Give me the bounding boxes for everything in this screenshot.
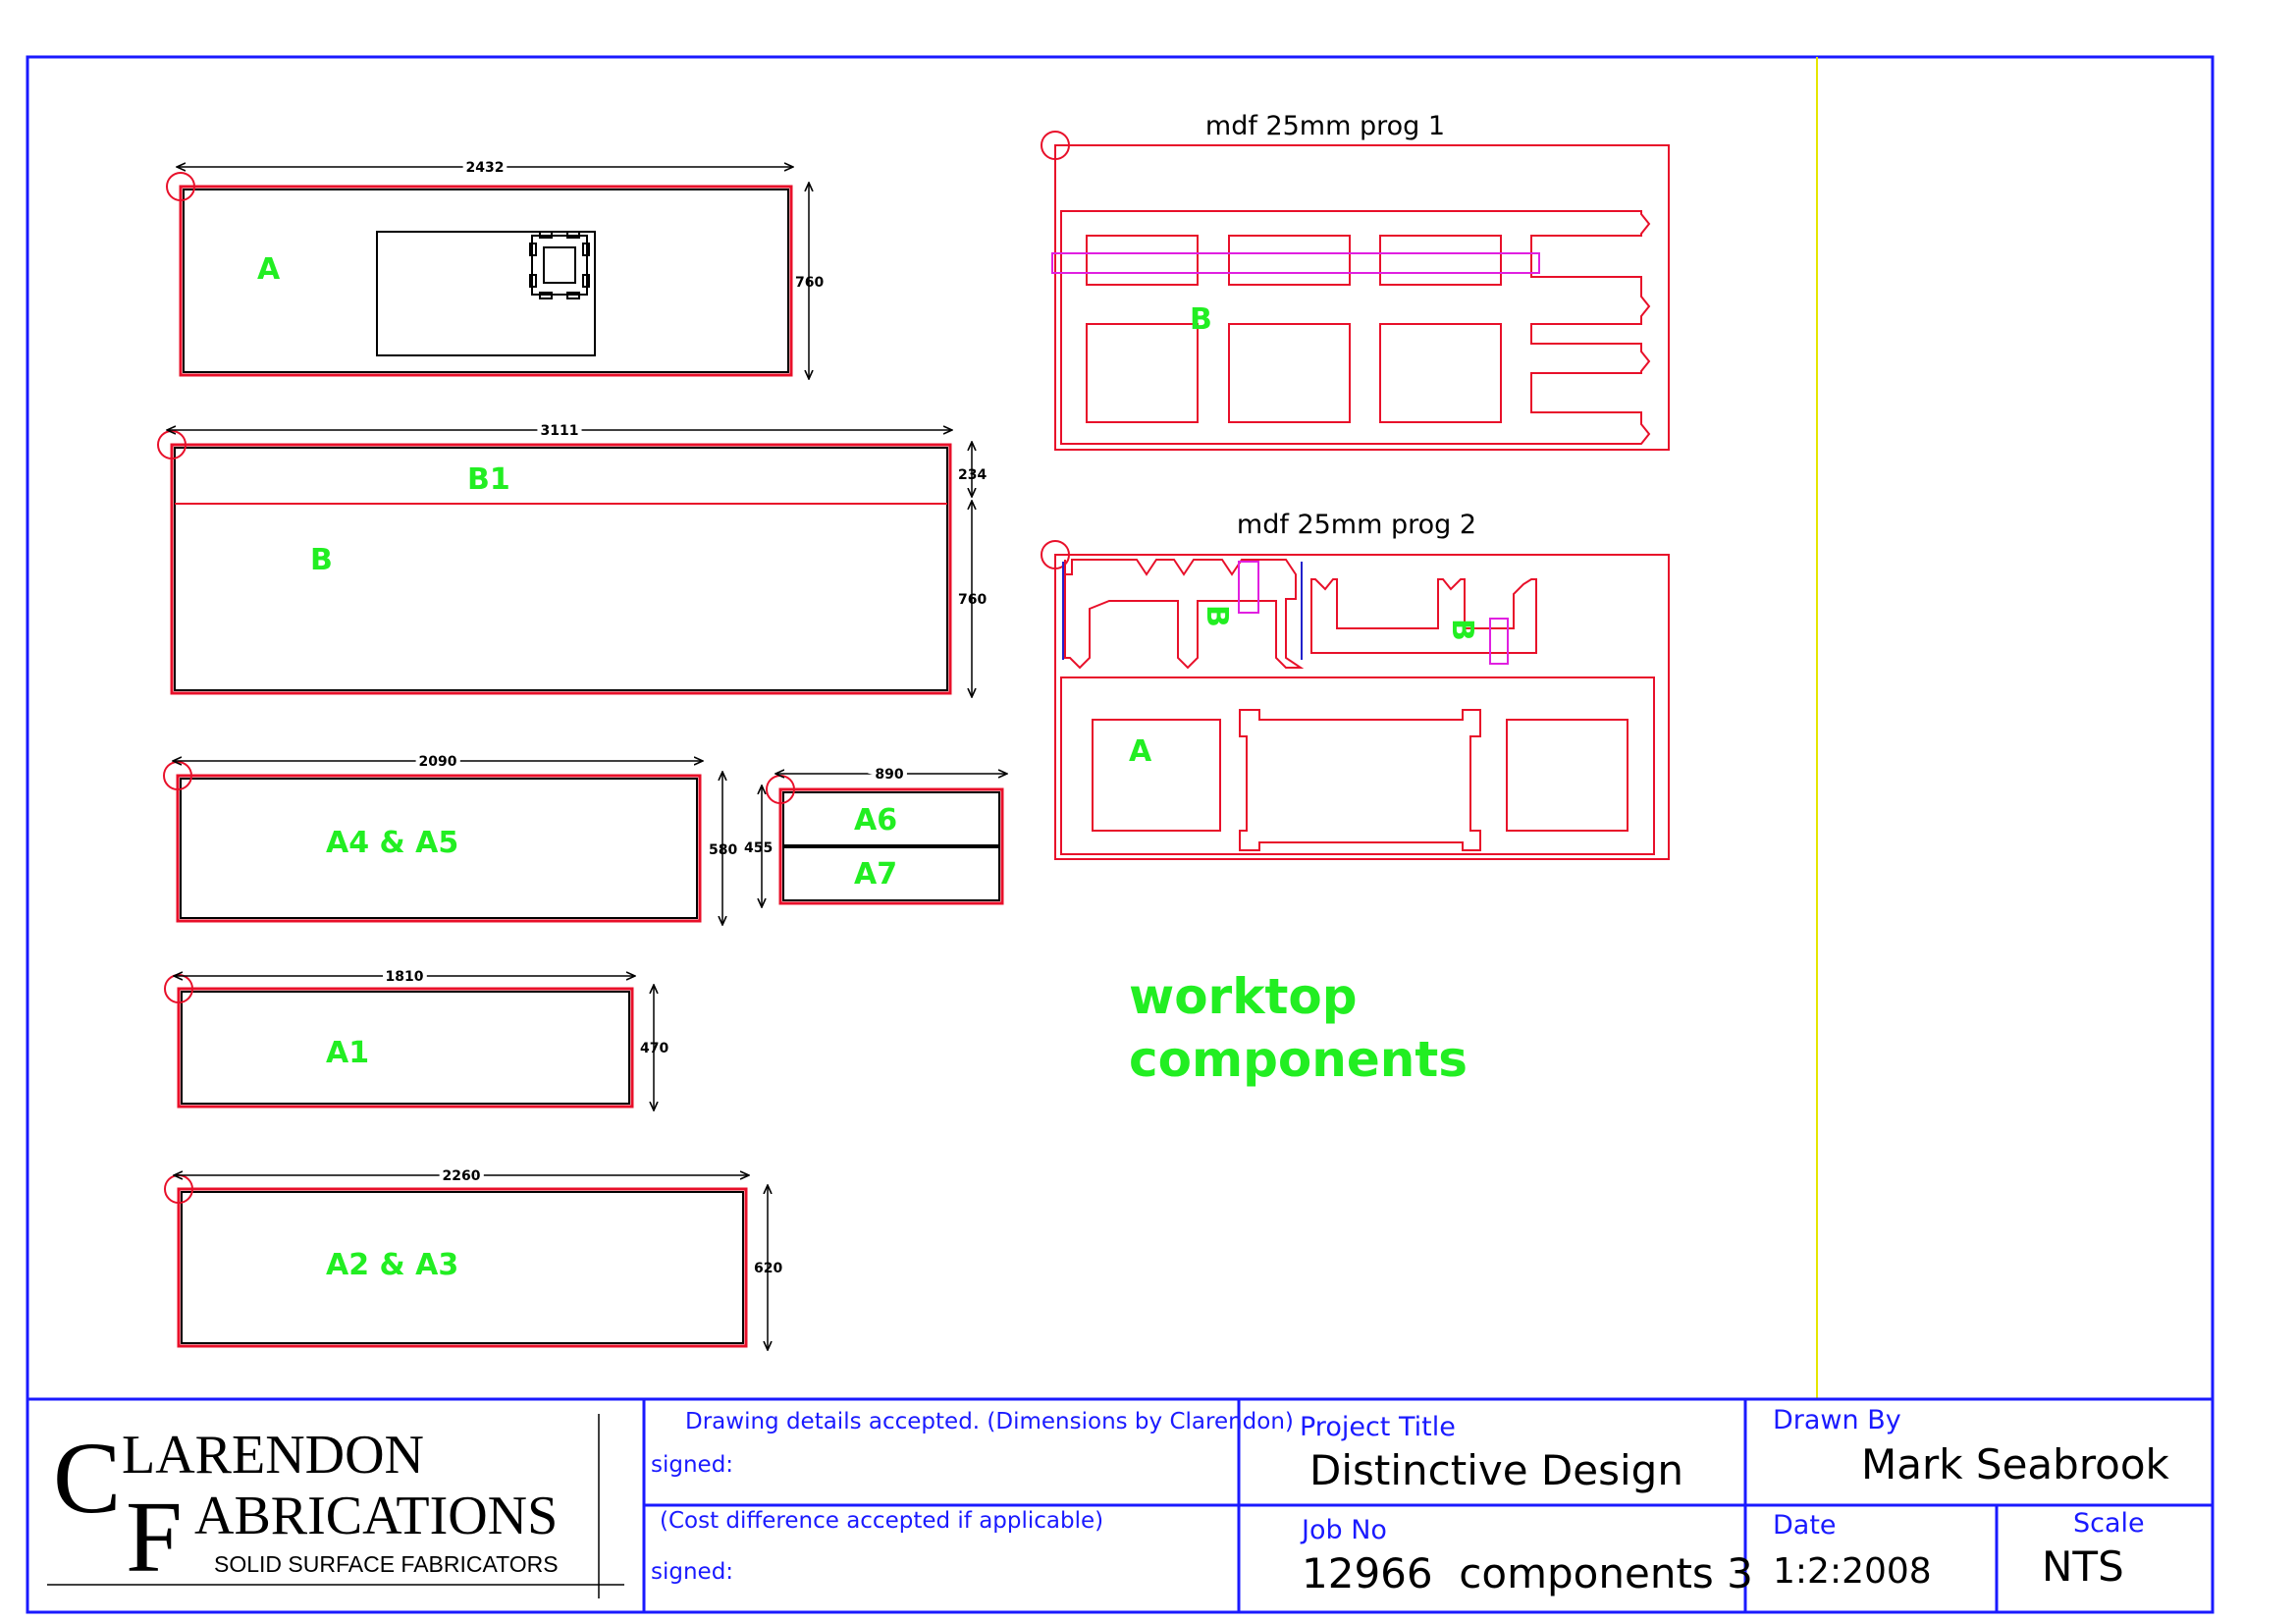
signed-label-1: signed: [651, 1452, 733, 1478]
part-a-height-dim: 760 [795, 275, 824, 291]
part-a6-width-dim: 890 [875, 767, 903, 783]
logo-larendon: LARENDON [122, 1425, 424, 1486]
part-a6-label: A6 [854, 803, 897, 838]
note-line-2: components [1129, 1031, 1468, 1088]
part-b-width-dim: 3111 [541, 423, 579, 439]
hob-cutout [529, 231, 590, 299]
mdf-prog-1: mdf 25mm prog 1 B [1041, 111, 1670, 451]
signed-label-2: signed: [651, 1559, 733, 1585]
part-a2-label: A2 & A3 [326, 1248, 458, 1282]
title-block: C LARENDON F ABRICATIONS SOLID SURFACE F… [27, 1397, 2213, 1612]
cost-difference-text: (Cost difference accepted if applicable) [660, 1508, 1103, 1534]
prog-2-label-b1: B [1200, 605, 1234, 627]
part-a: 2432 760 A [166, 156, 824, 379]
part-a2-a3: 2260 620 A2 & A3 [164, 1164, 782, 1350]
prog-2-title: mdf 25mm prog 2 [1237, 510, 1476, 540]
project-title-value: Distinctive Design [1309, 1446, 1683, 1494]
drawn-by-label: Drawn By [1773, 1405, 1901, 1435]
details-accepted-text: Drawing details accepted. (Dimensions by… [685, 1409, 1294, 1434]
part-a1-height-dim: 470 [640, 1041, 668, 1056]
part-a4-height-dim: 580 [709, 842, 737, 858]
scale-label: Scale [2073, 1508, 2145, 1539]
part-a1-label: A1 [326, 1036, 369, 1070]
note-line-1: worktop [1129, 968, 1358, 1025]
part-a1: 1810 470 A1 [164, 965, 668, 1110]
part-b-label: B [310, 543, 333, 577]
logo-c: C [53, 1422, 121, 1535]
part-a4-label: A4 & A5 [326, 826, 458, 860]
part-a2-height-dim: 620 [754, 1261, 782, 1276]
prog-2-label-a: A [1129, 734, 1152, 769]
part-a6-a7: 890 455 A6 A7 [744, 763, 1007, 907]
part-a4-width-dim: 2090 [419, 754, 457, 770]
part-b-lower-dim: 760 [958, 592, 987, 608]
logo-abrications: ABRICATIONS [194, 1486, 558, 1546]
part-a7-label: A7 [854, 857, 897, 892]
logo-f: F [126, 1481, 183, 1594]
scale-value: NTS [2042, 1542, 2124, 1591]
part-a-label: A [257, 252, 281, 287]
drawn-by-value: Mark Seabrook [1861, 1440, 2170, 1488]
company-logo: C LARENDON F ABRICATIONS SOLID SURFACE F… [47, 1414, 624, 1598]
part-b1-label: B1 [467, 462, 510, 497]
mdf-prog-2: mdf 25mm prog 2 B B A [1041, 510, 1670, 860]
date-value: 1:2:2008 [1773, 1551, 1932, 1592]
part-b-upper-dim: 234 [958, 467, 987, 483]
part-a6-height-dim: 455 [744, 840, 773, 856]
date-label: Date [1773, 1510, 1837, 1541]
part-a2-width-dim: 2260 [443, 1168, 481, 1184]
job-no-value: 12966 components 3 [1302, 1549, 1753, 1597]
part-a-width-dim: 2432 [466, 160, 505, 176]
prog-1-title: mdf 25mm prog 1 [1205, 111, 1445, 141]
prog-2-label-b2: B [1445, 619, 1479, 641]
logo-tagline: SOLID SURFACE FABRICATORS [214, 1551, 559, 1577]
part-a1-width-dim: 1810 [386, 969, 424, 985]
project-title-label: Project Title [1300, 1412, 1456, 1442]
part-b: 3111 234 760 B1 B [157, 419, 987, 697]
sheet-border [26, 55, 2215, 1614]
part-a4-a5: 2090 580 A4 & A5 [163, 750, 737, 925]
prog-1-label-b: B [1190, 302, 1212, 337]
job-no-label: Job No [1300, 1515, 1387, 1545]
